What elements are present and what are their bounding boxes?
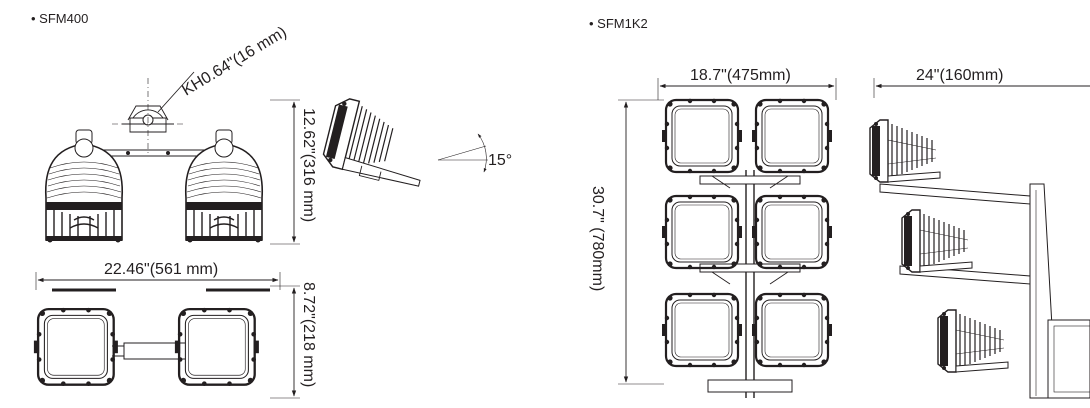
sfm400-tilt-angle — [437, 133, 488, 173]
sfm400-keyhole-dim: KH0.64"(16 mm) — [179, 24, 289, 100]
sfm1k2-side-view — [869, 119, 1090, 399]
sfm1k2-front-view — [660, 97, 834, 398]
sfm1k2-depth-dimension — [873, 78, 1090, 98]
sfm400-height-dim: 12.62"(316 mm) — [300, 108, 317, 222]
sfm400-depth-dimension — [270, 285, 300, 399]
sfm1k2-depth-dim: 24"(160mm) — [916, 67, 1003, 84]
keyhole-leader-line — [157, 71, 195, 113]
sfm1k2-width-dim: 18.7"(475mm) — [690, 67, 791, 84]
sfm400-width-dim: 22.46"(561 mm) — [104, 261, 218, 278]
sfm400-side-view — [322, 98, 421, 187]
sfm1k2-height-dimension — [618, 99, 664, 385]
sfm400-width-dimension — [35, 272, 281, 290]
sfm400-front-view — [44, 78, 264, 244]
sfm400-title: • SFM400 — [31, 11, 89, 26]
sfm400-height-dimension — [270, 99, 300, 245]
sfm400-depth-dim: 8.72"(218 mm) — [300, 282, 317, 387]
sfm400-top-view — [32, 288, 270, 388]
sfm1k2-height-dim: 30.7" (780mm) — [589, 186, 606, 291]
sfm400-tilt-dim: 15° — [488, 152, 512, 169]
sfm1k2-width-dimension — [657, 78, 837, 100]
sfm1k2-title: • SFM1K2 — [589, 16, 648, 31]
